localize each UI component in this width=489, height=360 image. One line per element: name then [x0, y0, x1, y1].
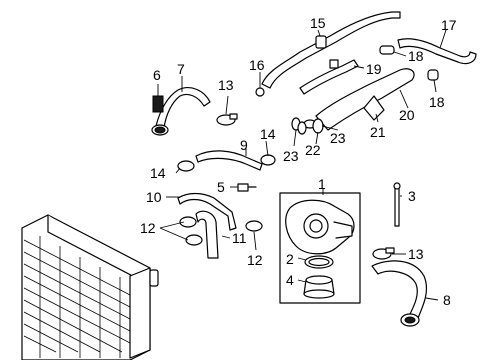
callout-19: 19 — [366, 61, 382, 77]
callout-8: 8 — [443, 292, 451, 308]
callout-9: 9 — [240, 137, 248, 153]
callout-18b: 18 — [429, 94, 445, 110]
thermostat-assembly-box — [279, 192, 361, 304]
callout-labels: 1 2 4 3 5 6 7 8 9 10 11 12 12 13 13 14 1… — [140, 15, 457, 308]
callout-3: 3 — [408, 188, 416, 204]
callout-4: 4 — [286, 272, 294, 288]
callout-23b: 23 — [330, 130, 346, 146]
leader-lines — [157, 29, 447, 301]
callout-23a: 23 — [283, 148, 299, 164]
callout-17: 17 — [441, 17, 457, 33]
expansion-hose — [177, 192, 237, 231]
callout-12b: 12 — [247, 252, 263, 268]
callout-16: 16 — [249, 57, 265, 73]
overflow-hose — [195, 210, 219, 259]
hose-connector — [255, 87, 265, 97]
callout-14a: 14 — [150, 165, 166, 181]
hose-clamp-right — [372, 247, 395, 260]
callout-13b: 13 — [408, 246, 424, 262]
hose-clamp-lower-b — [185, 234, 203, 246]
callout-15: 15 — [310, 15, 326, 31]
callout-12a: 12 — [140, 220, 156, 236]
callout-5: 5 — [217, 179, 225, 195]
temperature-sensor — [237, 183, 257, 192]
seal-rings — [291, 117, 324, 135]
callout-11: 11 — [232, 230, 247, 246]
radiator — [21, 214, 159, 360]
heater-hose — [195, 150, 263, 171]
upper-hose — [151, 87, 211, 136]
callout-18a: 18 — [408, 48, 424, 64]
lower-hose — [371, 260, 428, 327]
hose-clamp-lower-a — [179, 216, 197, 228]
hose-clamp-left — [177, 160, 195, 172]
callout-6: 6 — [153, 67, 161, 83]
callout-14b: 14 — [260, 126, 276, 142]
callout-10: 10 — [146, 189, 162, 205]
callout-2: 2 — [286, 251, 294, 267]
callout-21: 21 — [370, 124, 386, 140]
callout-22: 22 — [305, 142, 321, 158]
hose-clamp-upper — [216, 113, 238, 126]
callout-7: 7 — [177, 61, 185, 77]
callout-20: 20 — [399, 107, 415, 123]
bolt — [393, 182, 401, 227]
coolant-pipe-assembly — [303, 68, 415, 131]
callout-1: 1 — [318, 176, 326, 192]
bypass-hose — [379, 38, 477, 81]
upper-coolant-pipe — [261, 11, 401, 95]
callout-13a: 13 — [218, 77, 234, 93]
hose-clamp-lower-c — [245, 220, 263, 232]
hose-clamp-right-small — [260, 154, 276, 166]
